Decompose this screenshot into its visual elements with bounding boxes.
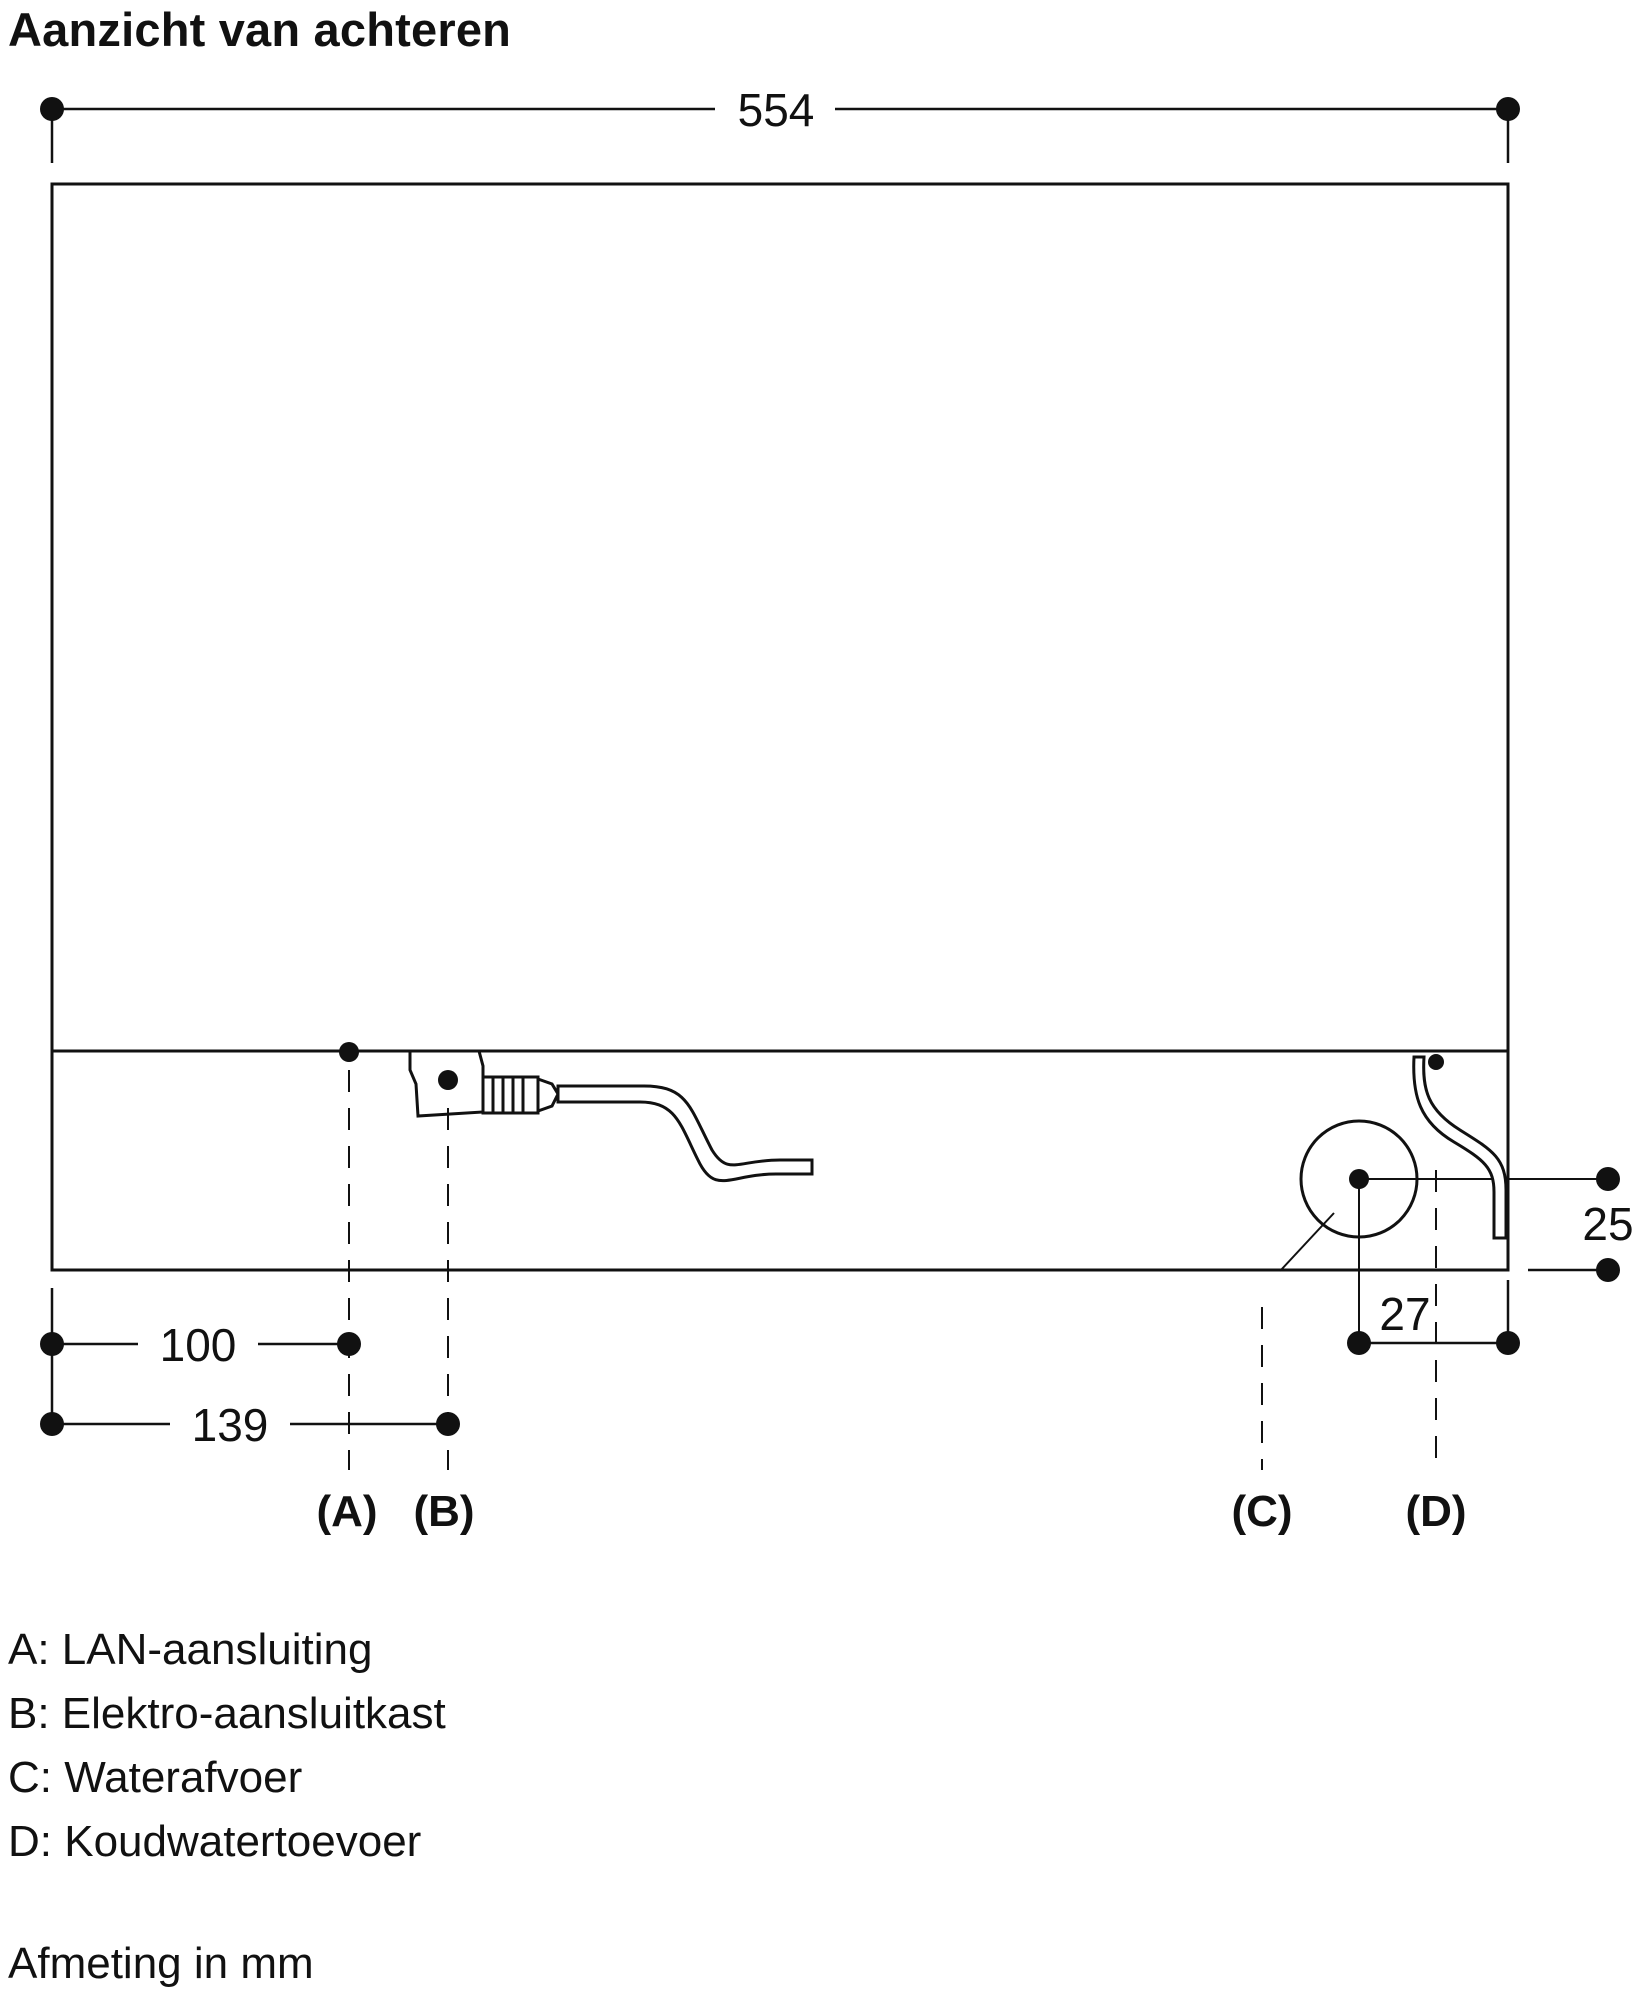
width-dimension-label: 554 bbox=[738, 84, 815, 136]
lan-connection-point bbox=[339, 1042, 359, 1470]
callout-c: (C) bbox=[1231, 1487, 1292, 1536]
power-offset-dimension bbox=[40, 1412, 460, 1436]
width-dimension bbox=[40, 97, 1520, 163]
water-drain bbox=[1261, 1119, 1608, 1470]
legend: A: LAN-aansluiting B: Elektro-aansluitka… bbox=[8, 1618, 446, 1874]
drain-offset-label: 27 bbox=[1379, 1288, 1430, 1340]
callout-d: (D) bbox=[1405, 1487, 1466, 1536]
units-note: Afmeting in mm bbox=[8, 1939, 314, 1988]
legend-item-b: B: Elektro-aansluitkast bbox=[8, 1689, 446, 1738]
cold-water-supply bbox=[1412, 1054, 1508, 1470]
appliance-body bbox=[50, 182, 1510, 1272]
drain-height-dimension bbox=[1528, 1167, 1620, 1282]
callout-a: (A) bbox=[316, 1487, 377, 1536]
lan-offset-label: 100 bbox=[160, 1319, 237, 1371]
power-offset-label: 139 bbox=[192, 1399, 269, 1451]
lan-offset-dimension bbox=[40, 1288, 361, 1424]
legend-item-d: D: Koudwatertoevoer bbox=[8, 1817, 422, 1866]
callout-b: (B) bbox=[413, 1487, 474, 1536]
power-connection-box bbox=[408, 1049, 814, 1470]
legend-item-a: A: LAN-aansluiting bbox=[8, 1625, 373, 1674]
legend-item-c: C: Waterafvoer bbox=[8, 1753, 303, 1802]
drain-height-label: 25 bbox=[1582, 1198, 1633, 1250]
diagram-title: Aanzicht van achteren bbox=[8, 3, 512, 56]
drain-offset-dimension bbox=[1347, 1280, 1520, 1355]
